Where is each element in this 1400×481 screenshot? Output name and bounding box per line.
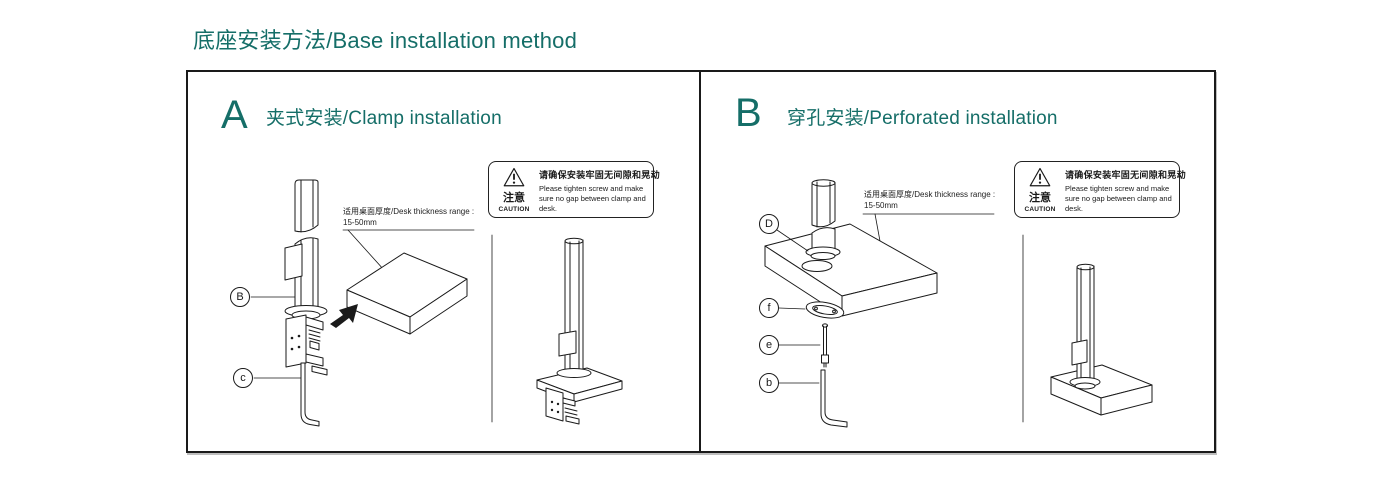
installation-diagram-art <box>250 179 1153 428</box>
bolt <box>821 323 829 368</box>
caution-en-label: CAUTION <box>1024 206 1056 213</box>
desk-hole <box>801 260 833 272</box>
caution-zh-label: 注意 <box>1029 192 1051 204</box>
move-arrow-icon <box>330 304 358 328</box>
part-badge-b: b <box>759 373 779 393</box>
assembled-perforated-drawing <box>1050 263 1153 416</box>
perforated-exploded-pole <box>805 179 841 260</box>
section-letter-b: B <box>735 91 762 135</box>
main-frame: A 夹式安装/Clamp installation 适用桌面厚度/Desk th… <box>186 70 1216 453</box>
section-title-b: 穿孔安装/Perforated installation <box>787 108 1058 129</box>
warning-triangle-icon <box>503 167 525 187</box>
caution-en-text: Please tighten screw and make sure no ga… <box>1065 184 1172 213</box>
clamp-exploded-pole <box>284 179 328 320</box>
section-title-a: 夹式安装/Clamp installation <box>266 108 502 129</box>
assembled-clamp-drawing <box>536 237 623 425</box>
desk-thickness-line2: 15-50mm <box>343 217 377 227</box>
part-badge-f: f <box>759 298 779 318</box>
page-title: 底座安装方法/Base installation method <box>193 28 578 53</box>
badge-leaders-b <box>776 229 821 384</box>
part-badge-B: B <box>230 287 250 307</box>
under-desk-bracket <box>805 301 845 319</box>
caution-zh-text: 请确保安装牢固无间隙和晃动 <box>539 170 660 180</box>
part-badge-c: c <box>233 368 253 388</box>
caution-zh-text: 请确保安装牢固无间隙和晃动 <box>1065 170 1186 180</box>
clamp-body <box>285 314 328 376</box>
caution-label-b: 注意 CAUTION 请确保安装牢固无间隙和晃动 Please tighten … <box>1014 161 1186 218</box>
desk-thickness-line1: 适用桌面厚度/Desk thickness range : <box>864 190 996 199</box>
section-letter-a: A <box>221 93 248 137</box>
part-badge-D: D <box>759 214 779 234</box>
desk-thickness-line1: 适用桌面厚度/Desk thickness range : <box>343 207 475 216</box>
desk-thickness-line2: 15-50mm <box>864 200 898 210</box>
caution-zh-label: 注意 <box>503 192 525 204</box>
caution-en-label: CAUTION <box>498 206 530 213</box>
desk-block-b <box>764 223 938 317</box>
part-badge-e: e <box>759 335 779 355</box>
desk-label-leader-a <box>342 229 475 271</box>
caution-label-a: 注意 CAUTION 请确保安装牢固无间隙和晃动 Please tighten … <box>488 161 660 218</box>
section-divider <box>699 72 701 451</box>
desk-thickness-label-b: 适用桌面厚度/Desk thickness range : 15-50mm <box>864 190 995 211</box>
desk-block-a <box>346 252 468 335</box>
badge-leaders-a <box>250 296 302 379</box>
caution-en-text: Please tighten screw and make sure no ga… <box>539 184 646 213</box>
desk-thickness-label-a: 适用桌面厚度/Desk thickness range : 15-50mm <box>343 207 474 228</box>
allen-key-a <box>300 362 320 427</box>
allen-key-b <box>820 369 848 428</box>
warning-triangle-icon <box>1029 167 1051 187</box>
